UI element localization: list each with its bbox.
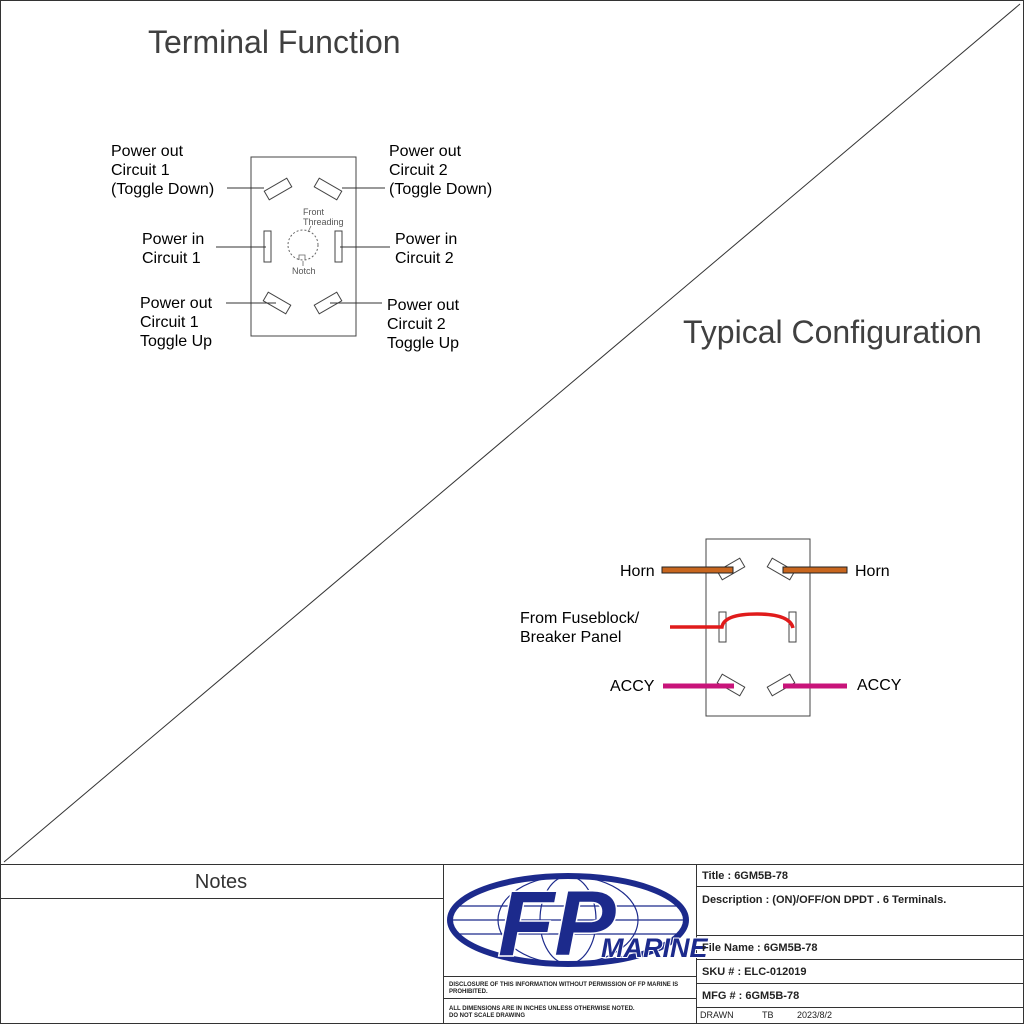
front-threading-arrow (307, 225, 312, 233)
horn-label-right: Horn (855, 563, 890, 580)
label-top-left-1: Power out (111, 143, 184, 160)
terminal-function-title: Terminal Function (148, 24, 401, 60)
diagonal-divider (3, 3, 1021, 863)
front-threading-circle (287, 229, 319, 261)
typical-configuration-title: Typical Configuration (683, 314, 982, 350)
tb-drawn-by: TB (762, 1010, 774, 1020)
tb-description: Description : (ON)/OFF/ON DPDT . 6 Termi… (702, 894, 946, 906)
fuse-label-2: Breaker Panel (520, 629, 621, 646)
disclaimer-line-3: ALL DIMENSIONS ARE IN INCHES UNLESS OTHE… (449, 1006, 635, 1012)
label-bot-right-1: Power out (387, 297, 460, 314)
title-block: Notes FP MARINE DISCLOSURE OF THIS INFOR… (0, 864, 1024, 1024)
disclaimer-line-4: DO NOT SCALE DRAWING (449, 1013, 525, 1019)
typical-configuration-diagram: Horn Horn From Fuseblock/ Breaker Panel … (520, 538, 902, 717)
label-top-right-2: Circuit 2 (389, 162, 448, 179)
label-bot-right-3: Toggle Up (387, 335, 459, 352)
config-terminal-bot-right (766, 673, 796, 697)
tb-sku: SKU # : ELC-012019 (702, 966, 807, 978)
label-top-left-3: (Toggle Down) (111, 181, 214, 198)
front-threading-label-1: Front (303, 207, 325, 217)
notes-header: Notes (195, 871, 247, 893)
config-terminal-top-right (766, 557, 796, 581)
label-mid-right-2: Circuit 2 (395, 250, 454, 267)
label-bot-right-2: Circuit 2 (387, 316, 446, 333)
fuse-label-1: From Fuseblock/ (520, 610, 640, 627)
label-mid-left-1: Power in (142, 231, 204, 248)
front-threading-label-2: Threading (303, 217, 344, 227)
horn-label-left: Horn (620, 563, 655, 580)
tb-drawn-label: DRAWN (700, 1010, 734, 1020)
label-bot-left-2: Circuit 1 (140, 314, 199, 331)
label-bot-left-3: Toggle Up (140, 333, 212, 350)
logo-fp-text: FP (498, 873, 616, 975)
horn-wire-left (661, 566, 734, 574)
tb-file-name: File Name : 6GM5B-78 (702, 942, 818, 954)
horn-wire-right (782, 566, 848, 574)
fp-marine-logo: FP MARINE (447, 872, 709, 977)
terminal-bot-left (262, 291, 292, 315)
label-mid-left-2: Circuit 1 (142, 250, 201, 267)
label-top-left-2: Circuit 1 (111, 162, 170, 179)
accy-label-left: ACCY (610, 678, 655, 695)
terminal-top-right (313, 177, 343, 201)
label-bot-left-1: Power out (140, 295, 213, 312)
terminal-function-diagram: Front Threading Notch Power out Circuit … (111, 143, 492, 352)
tb-title: Title : 6GM5B-78 (702, 870, 788, 882)
notch-mark (298, 254, 306, 260)
disclaimer-line-2: PROHIBITED. (449, 989, 488, 995)
label-top-right-1: Power out (389, 143, 462, 160)
terminal-bot-right (313, 291, 343, 315)
label-top-right-3: (Toggle Down) (389, 181, 492, 198)
accy-label-right: ACCY (857, 677, 902, 694)
tb-date: 2023/8/2 (797, 1010, 832, 1020)
tb-mfg: MFG # : 6GM5B-78 (702, 990, 799, 1002)
label-mid-right-1: Power in (395, 231, 457, 248)
notch-label: Notch (292, 266, 316, 276)
terminal-top-left (263, 177, 293, 201)
disclaimer-line-1: DISCLOSURE OF THIS INFORMATION WITHOUT P… (449, 982, 678, 988)
fuse-power-wire (670, 612, 795, 629)
logo-marine-text: MARINE (601, 933, 708, 963)
